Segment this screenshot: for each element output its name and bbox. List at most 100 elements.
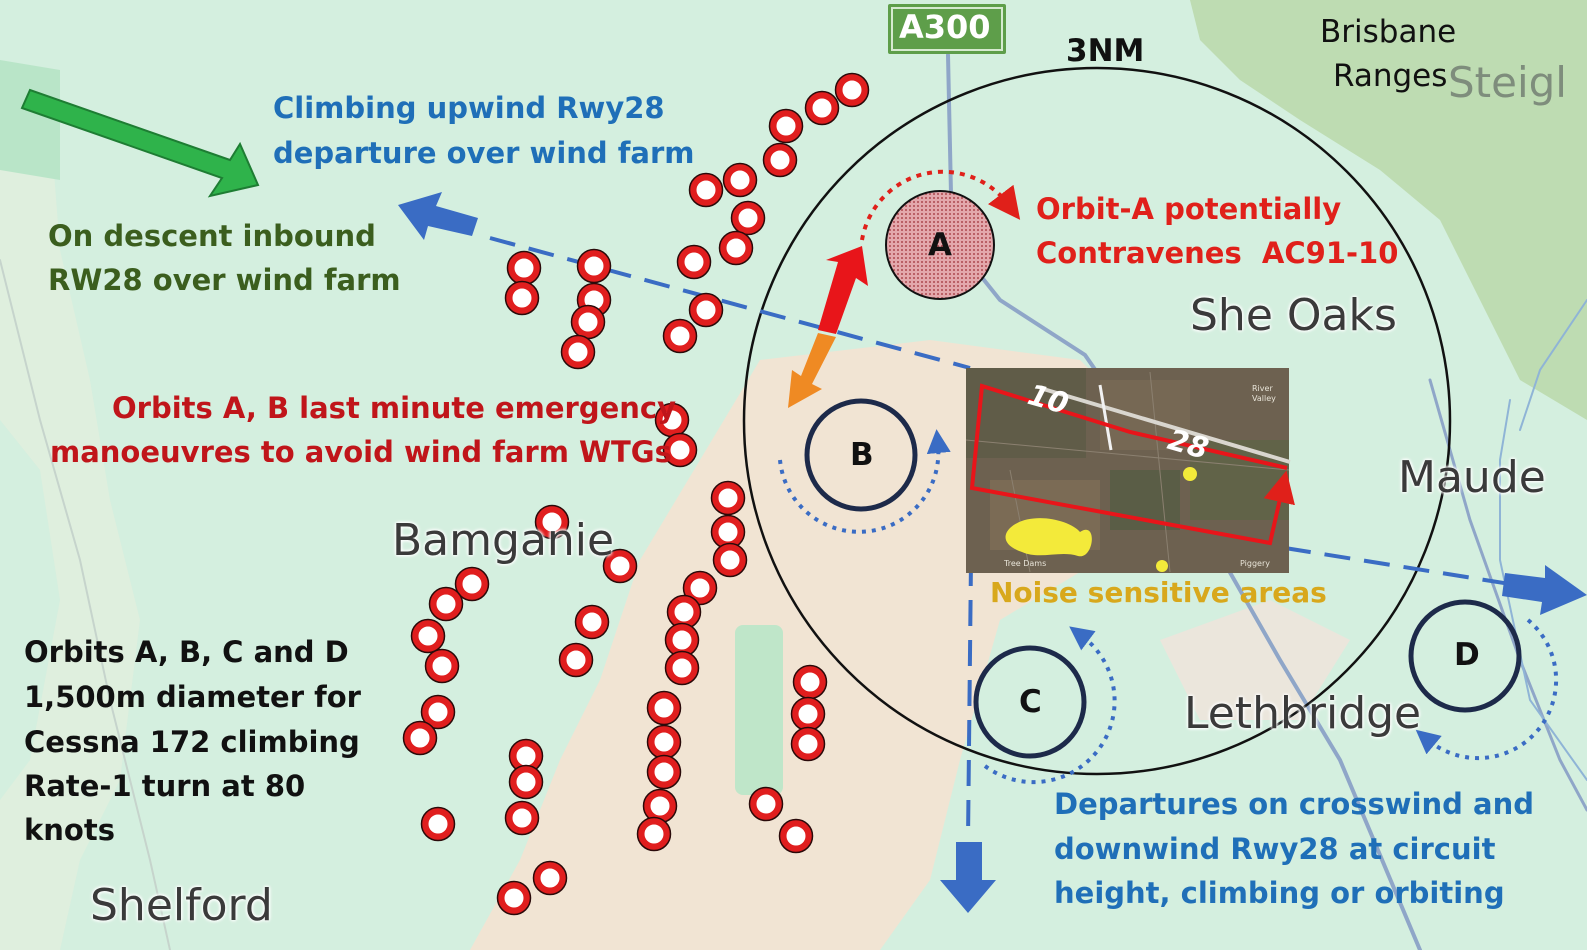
wind-turbine-outline: [710, 480, 746, 516]
wind-turbine-outline: [534, 504, 570, 540]
wind-turbine-marker: [643, 789, 677, 823]
wooded-strip: [735, 625, 783, 795]
wind-turbine-outline: [718, 230, 754, 266]
orbit-a-letter: A: [928, 227, 952, 263]
departures-note-line3: height, climbing or orbiting: [1054, 876, 1505, 910]
inbound-descent-arrow: [20, 88, 260, 198]
wind-turbine-outline: [424, 648, 460, 684]
emergency-note-line1: Orbits A, B last minute emergency: [112, 391, 676, 425]
wind-turbine-marker: [719, 231, 753, 265]
wind-turbine-marker: [769, 109, 803, 143]
wind-turbine-outline: [558, 642, 594, 678]
corner-land: [0, 60, 60, 180]
wind-turbine-outline: [574, 604, 610, 640]
wind-turbine-outline: [646, 754, 682, 790]
climbing-upwind-line1: Climbing upwind Rwy28: [273, 91, 665, 125]
ranges-area: [1190, 0, 1587, 420]
wind-turbine-marker: [683, 571, 717, 605]
orbit-size-note-line5: knots: [24, 813, 115, 847]
wind-turbine-outline: [790, 726, 826, 762]
wind-turbine-marker: [667, 595, 701, 629]
wind-turbine-outline: [688, 292, 724, 328]
place-steiglitz: Steigl: [1448, 58, 1567, 107]
wind-turbine-outline: [576, 248, 612, 284]
place-shelford: Shelford: [90, 880, 273, 931]
airfield-aerial-inset: [965, 368, 1295, 573]
wind-turbine-outline: [410, 618, 446, 654]
place-brisbane: Brisbane: [1320, 14, 1457, 50]
orbit-d-path: [1415, 618, 1559, 761]
wind-turbine-outline: [722, 162, 758, 198]
arrowhead-east: [1502, 565, 1587, 615]
place-bamganie: Bamganie: [392, 515, 615, 566]
routes: [489, 236, 1511, 841]
descent-inbound-line1: On descent inbound: [48, 219, 376, 253]
wind-turbine-marker: [403, 721, 437, 755]
wind-turbine-marker: [835, 73, 869, 107]
wind-turbine-marker: [509, 765, 543, 799]
wind-turbine-outline: [454, 566, 490, 602]
wind-turbine-marker: [677, 245, 711, 279]
orbit-a: [860, 169, 1021, 300]
orbit-a-note-line2: Contravenes AC91-10: [1036, 236, 1399, 270]
creek-east: [1519, 299, 1587, 431]
wind-turbine-outline: [420, 694, 456, 730]
noise-area-west: [1005, 518, 1092, 557]
place-lethbridge: Lethbridge: [1184, 688, 1422, 739]
wind-turbine-outline: [508, 764, 544, 800]
wind-turbine-outline: [730, 200, 766, 236]
orbit-a-path: [860, 169, 1021, 241]
wind-turbine-marker: [749, 787, 783, 821]
wind-turbine-outline: [682, 570, 718, 606]
wind-turbine-marker: [421, 807, 455, 841]
wind-turbine-marker: [533, 861, 567, 895]
wind-turbine-marker: [655, 403, 689, 437]
wind-turbine-outline: [712, 542, 748, 578]
orbit-b-letter: B: [850, 437, 874, 473]
wind-turbine-marker: [571, 305, 605, 339]
descent-inbound-line2: RW28 over wind farm: [48, 263, 401, 297]
wind-turbines: [402, 72, 870, 916]
emergency-note-line2: manoeuvres to avoid wind farm WTGs: [50, 435, 672, 469]
noise-area-south: [1156, 560, 1168, 572]
wind-turbine-marker: [429, 587, 463, 621]
wind-turbine-marker: [505, 801, 539, 835]
wind-turbine-marker: [497, 881, 531, 915]
orbit-size-note-line3: Cessna 172 climbing: [24, 725, 360, 759]
wind-turbine-outline: [804, 90, 840, 126]
orbit-size-note-line4: Rate-1 turn at 80: [24, 769, 306, 803]
wind-turbine-outline: [662, 318, 698, 354]
wind-turbine-marker: [793, 665, 827, 699]
departures-note-line2: downwind Rwy28 at circuit: [1054, 832, 1496, 866]
wind-turbine-outline: [636, 816, 672, 852]
a300-sign-label: A300: [899, 8, 991, 46]
wind-turbine-outline: [402, 720, 438, 756]
farmland-area-south-east: [1160, 600, 1350, 720]
departures-note-line1: Departures on crosswind and: [1054, 787, 1535, 821]
orange-escape-arrow: [788, 333, 836, 408]
orbit-b-path: [778, 429, 951, 534]
wind-turbine-marker: [647, 691, 681, 725]
wind-turbine-marker: [535, 505, 569, 539]
emergency-arrows: [788, 246, 868, 408]
wind-turbine-marker: [711, 515, 745, 549]
arrowhead-west: [398, 192, 478, 240]
wind-turbine-marker: [507, 251, 541, 285]
inset-label-tree-dams: Tree Dams: [1004, 559, 1047, 568]
inset-label-valley: Valley: [1252, 394, 1276, 403]
orbit-d-letter: D: [1454, 637, 1480, 673]
wind-turbine-marker: [665, 651, 699, 685]
wind-turbine-marker: [421, 695, 455, 729]
red-escape-arrow: [818, 246, 868, 334]
creek-west: [0, 259, 171, 950]
wind-turbine-outline: [504, 800, 540, 836]
wind-turbine-marker: [647, 725, 681, 759]
wind-turbine-marker: [713, 543, 747, 577]
wind-turbine-marker: [663, 433, 697, 467]
route-crosswind-south: [966, 559, 973, 841]
arrowhead-south: [940, 842, 996, 913]
wind-turbine-outline: [688, 172, 724, 208]
circuit-path: [969, 383, 1295, 546]
